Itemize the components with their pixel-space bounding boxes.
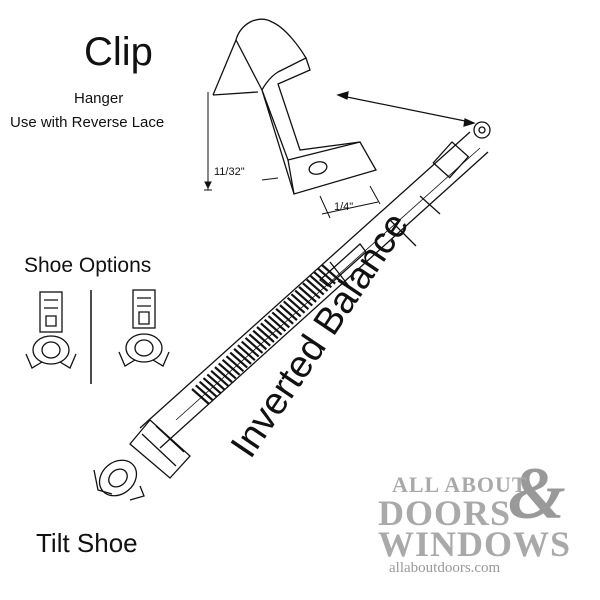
spring-coil-turn bbox=[198, 380, 218, 398]
spring-coil-icon bbox=[191, 264, 340, 405]
dim-height-label: 11/32" bbox=[214, 166, 245, 178]
spring-coil-turn bbox=[218, 362, 237, 380]
tilt-shoe-icon bbox=[93, 419, 191, 501]
spring-coil-turn bbox=[305, 278, 325, 296]
spring-coil-turn bbox=[321, 264, 340, 281]
spring-coil-turn bbox=[260, 322, 279, 340]
spring-coil-turn bbox=[298, 286, 317, 303]
spring-coil-turn bbox=[233, 348, 252, 365]
spring-coil-turn bbox=[248, 333, 268, 351]
shoe-options-label: Shoe Options bbox=[24, 254, 152, 277]
watermark-doors: DOORS bbox=[378, 493, 512, 533]
clip-hanger-icon bbox=[212, 18, 377, 195]
clip-subtitle-reverse-lace: Use with Reverse Lace bbox=[10, 114, 165, 131]
clip-title: Clip bbox=[84, 30, 153, 74]
spring-coil-turn bbox=[294, 289, 313, 307]
spring-coil-turn bbox=[279, 304, 298, 321]
spring-coil-turn bbox=[267, 315, 287, 332]
spring-coil-turn bbox=[252, 329, 271, 347]
watermark-url: allaboutdoors.com bbox=[389, 560, 501, 576]
balance-rod-icon bbox=[139, 121, 491, 449]
tilt-shoe-label: Tilt Shoe bbox=[36, 528, 138, 558]
spring-coil-turn bbox=[202, 377, 222, 394]
dim-width-label: 1/4" bbox=[334, 201, 353, 213]
spring-coil-turn bbox=[229, 351, 248, 369]
clip-subtitle-hanger: Hanger bbox=[74, 90, 124, 107]
spring-coil-turn bbox=[195, 384, 214, 402]
spring-coil-turn bbox=[275, 307, 294, 325]
dimension-width bbox=[319, 185, 381, 219]
spring-coil-turn bbox=[225, 355, 245, 373]
dimension-height bbox=[204, 92, 279, 191]
spring-coil-turn bbox=[271, 311, 291, 329]
shoe-option-icon bbox=[118, 289, 170, 367]
spring-coil-turn bbox=[214, 366, 233, 383]
spring-coil-turn bbox=[221, 358, 241, 376]
spring-coil-turn bbox=[240, 340, 260, 358]
spring-coil-turn bbox=[302, 282, 321, 300]
watermark-ampersand: & bbox=[508, 453, 566, 535]
spring-coil-turn bbox=[256, 326, 275, 343]
watermark-windows: WINDOWS bbox=[378, 524, 572, 564]
spring-coil-turn bbox=[283, 300, 302, 318]
spring-coil-turn bbox=[309, 275, 329, 292]
spring-coil-turn bbox=[286, 296, 306, 314]
spring-coil-turn bbox=[191, 388, 210, 405]
spring-coil-turn bbox=[210, 369, 229, 387]
span-arrow bbox=[336, 91, 476, 127]
spring-coil-turn bbox=[317, 267, 336, 285]
spring-coil-turn bbox=[263, 318, 283, 336]
spring-coil-turn bbox=[313, 271, 333, 289]
spring-coil-turn bbox=[237, 344, 256, 362]
spring-coil-turn bbox=[244, 337, 264, 354]
spring-coil-turn bbox=[206, 373, 226, 391]
shoe-option-icon bbox=[25, 291, 77, 369]
watermark-all-about: ALL ABOUT bbox=[392, 472, 528, 497]
spring-coil-turn bbox=[290, 293, 310, 311]
